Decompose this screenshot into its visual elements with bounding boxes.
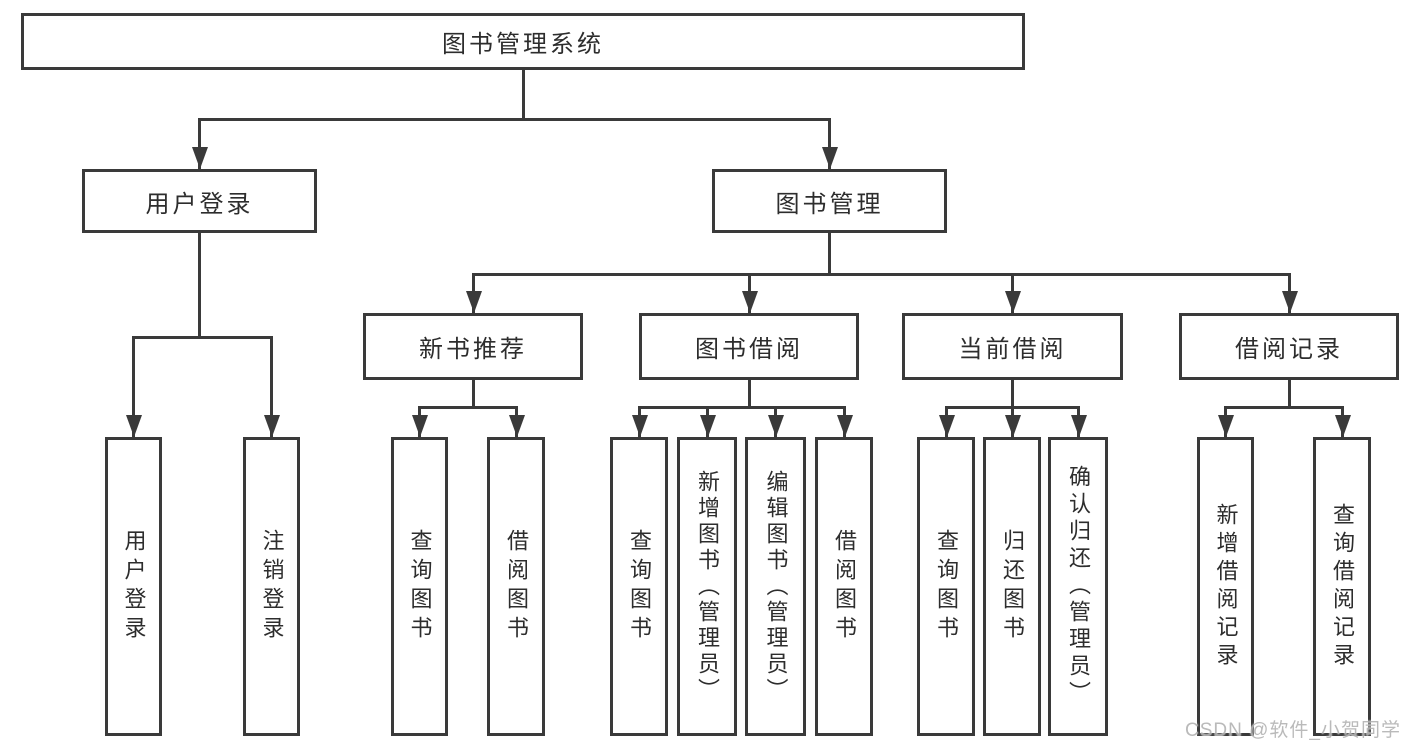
arrow-down-icon [1005, 415, 1021, 437]
arrow-down-icon [742, 291, 758, 313]
arrow-down-icon [939, 415, 955, 437]
watermark: CSDN @软件_小贺同学 [1185, 720, 1401, 741]
node-return-books: 归还图书 [983, 437, 1041, 736]
node-edit-book-admin: 编辑图书（管理员） [745, 437, 806, 736]
arrow-down-icon [768, 415, 784, 437]
node-borrow-books: 借阅图书 [487, 437, 545, 736]
connector-to-user-login-leaf [132, 336, 135, 437]
node-root-library-management-system: 图书管理系统 [21, 13, 1025, 70]
connector-root-stem [522, 70, 525, 120]
node-current-borrowing: 当前借阅 [902, 313, 1123, 380]
connector-user-login-stem [198, 233, 201, 336]
arrow-down-icon [1071, 415, 1087, 437]
arrow-down-icon [264, 415, 280, 437]
arrow-down-icon [412, 415, 428, 437]
connector-book-management-crossbar [472, 273, 1291, 276]
arrow-down-icon [700, 415, 716, 437]
connector-book-management-stem [828, 233, 831, 275]
connector-records-stem [1288, 380, 1291, 408]
connector-borrowing-crossbar [638, 406, 846, 409]
connector-to-user-login [198, 118, 201, 169]
connector-current-stem [1011, 380, 1014, 408]
connector-root-crossbar [198, 118, 831, 121]
node-query-books: 查询图书 [610, 437, 668, 736]
node-borrowing-records: 借阅记录 [1179, 313, 1399, 380]
node-borrow-books: 借阅图书 [815, 437, 873, 736]
arrow-down-icon [632, 415, 648, 437]
node-add-borrow-record: 新增借阅记录 [1197, 437, 1254, 736]
arrow-down-icon [126, 415, 142, 437]
node-query-borrow-record: 查询借阅记录 [1313, 437, 1371, 736]
arrow-down-icon [192, 147, 208, 169]
arrow-down-icon [466, 291, 482, 313]
node-query-books: 查询图书 [391, 437, 448, 736]
node-book-borrowing: 图书借阅 [639, 313, 859, 380]
node-logout: 注销登录 [243, 437, 300, 736]
node-add-book-admin: 新增图书（管理员） [677, 437, 737, 736]
connector-to-logout [270, 336, 273, 437]
node-new-book-recommendation: 新书推荐 [363, 313, 583, 380]
arrow-down-icon [837, 415, 853, 437]
node-query-books: 查询图书 [917, 437, 975, 736]
arrow-down-icon [1218, 415, 1234, 437]
node-user-login-leaf: 用户登录 [105, 437, 162, 736]
connector-to-book-management [828, 118, 831, 169]
arrow-down-icon [822, 147, 838, 169]
node-confirm-return-admin: 确认归还（管理员） [1048, 437, 1108, 736]
arrow-down-icon [1335, 415, 1351, 437]
node-user-login: 用户登录 [82, 169, 317, 233]
arrow-down-icon [509, 415, 525, 437]
node-book-management: 图书管理 [712, 169, 947, 233]
connector-user-login-crossbar [132, 336, 272, 339]
connector-borrowing-stem [748, 380, 751, 408]
connector-new-book-crossbar [418, 406, 518, 409]
arrow-down-icon [1282, 291, 1298, 313]
arrow-down-icon [1005, 291, 1021, 313]
connector-new-book-stem [472, 380, 475, 408]
connector-records-crossbar [1224, 406, 1344, 409]
